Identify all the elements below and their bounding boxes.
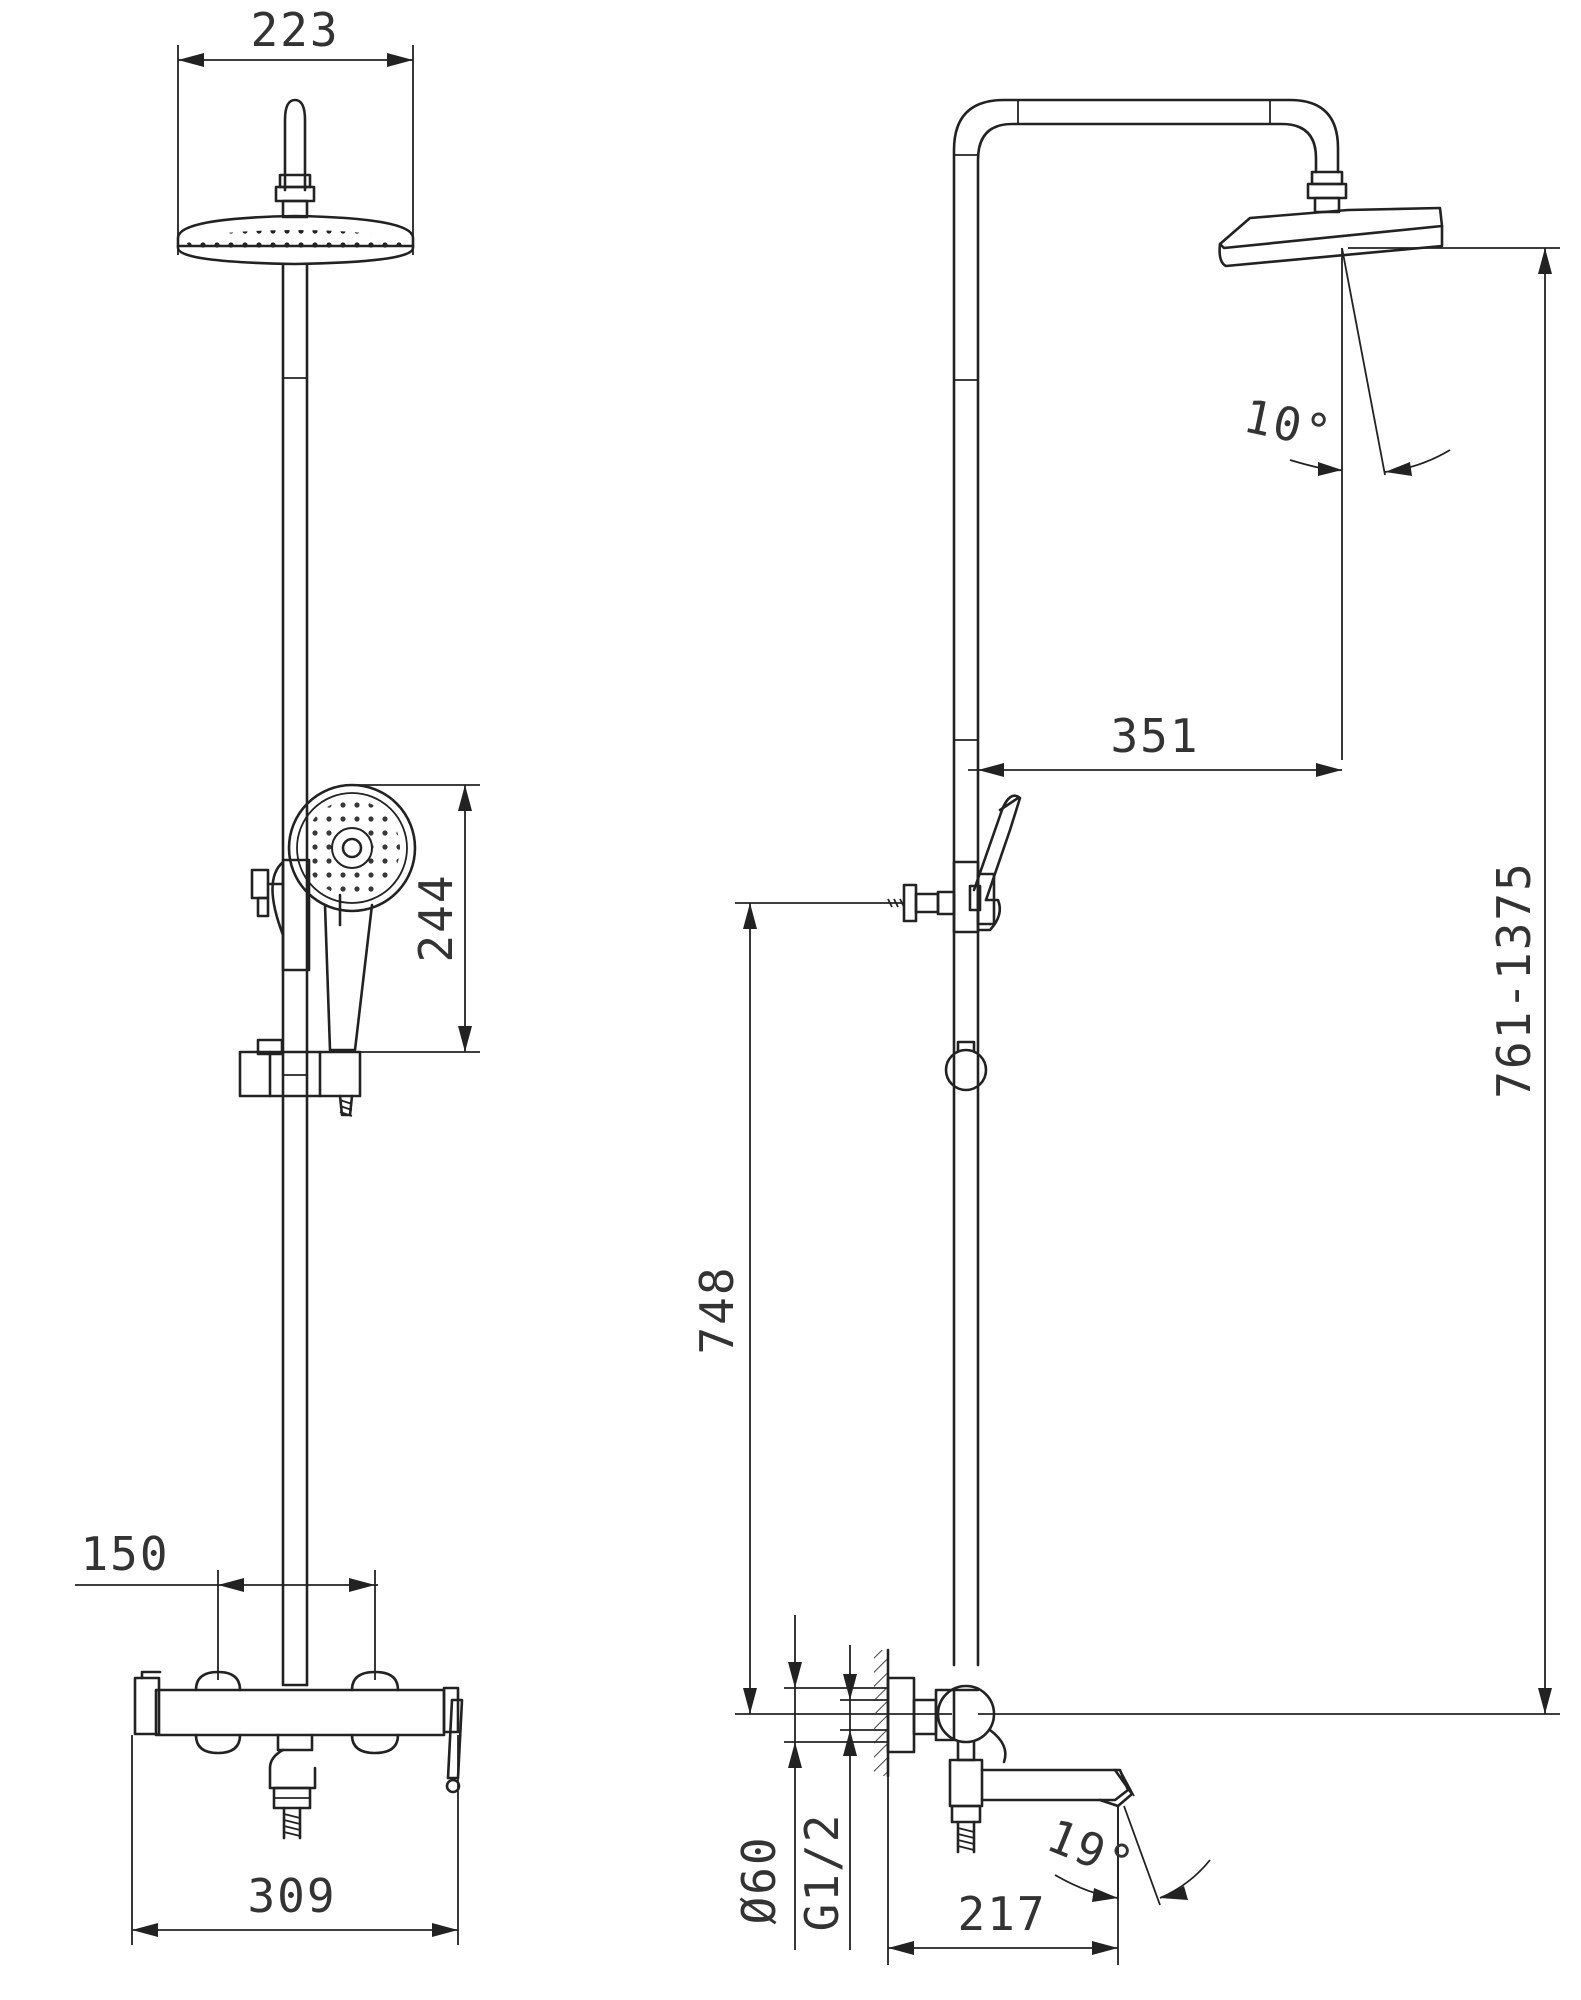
dimension-height-range-label: 761-1375 (1487, 861, 1541, 1099)
front-view: 223 (75, 3, 480, 1945)
dimension-spout-length: 217 (887, 1776, 1119, 1965)
dimension-flange-thread: Ø60 G1/2 (732, 1615, 888, 1950)
riser-pipe-front (281, 262, 309, 1687)
sliding-bracket-front (238, 1038, 362, 1117)
dimension-thread-label: G1/2 (795, 1813, 849, 1932)
dimension-arm-reach: 351 (968, 709, 1342, 777)
dimension-spout-length-label: 217 (957, 1887, 1046, 1941)
riser-pipe-side (952, 98, 1340, 1667)
dimension-inlet-height-label: 748 (690, 1265, 744, 1354)
dimension-head-width-label: 223 (250, 3, 339, 57)
dimension-spout-angle: 19° (1040, 1805, 1211, 1906)
dimension-valve-spacing: 150 (75, 1527, 378, 1680)
dimension-head-width: 223 (177, 3, 414, 255)
dimension-handshower-length-label: 244 (409, 873, 463, 962)
thermostatic-mixer-side (868, 1676, 1135, 1854)
thermostatic-mixer-front (133, 1670, 464, 1840)
handshower-holder-front (250, 858, 311, 972)
handshower-holder-side (880, 794, 1022, 1092)
dimension-inlet-height: 748 (690, 902, 952, 1715)
dimension-handshower-length: 244 (310, 784, 480, 1053)
rain-shower-head-front (176, 98, 415, 266)
dimension-mixer-width: 309 (131, 1735, 459, 1945)
dimension-spout-angle-label: 19° (1040, 1808, 1143, 1891)
wall-section (874, 1648, 890, 1778)
dimension-tilt-angle: 10° (1239, 247, 1451, 760)
dimension-arm-reach-label: 351 (1110, 709, 1199, 763)
side-view: 10° 351 761-1375 (690, 98, 1560, 1965)
dimension-mixer-width-label: 309 (247, 1869, 336, 1923)
rain-shower-head-side (1218, 170, 1444, 268)
dimension-flange-diameter-label: Ø60 (732, 1835, 786, 1924)
dimension-valve-spacing-label: 150 (80, 1527, 169, 1581)
dimension-height-range: 761-1375 (978, 247, 1560, 1715)
dimension-tilt-angle-label: 10° (1239, 389, 1337, 460)
